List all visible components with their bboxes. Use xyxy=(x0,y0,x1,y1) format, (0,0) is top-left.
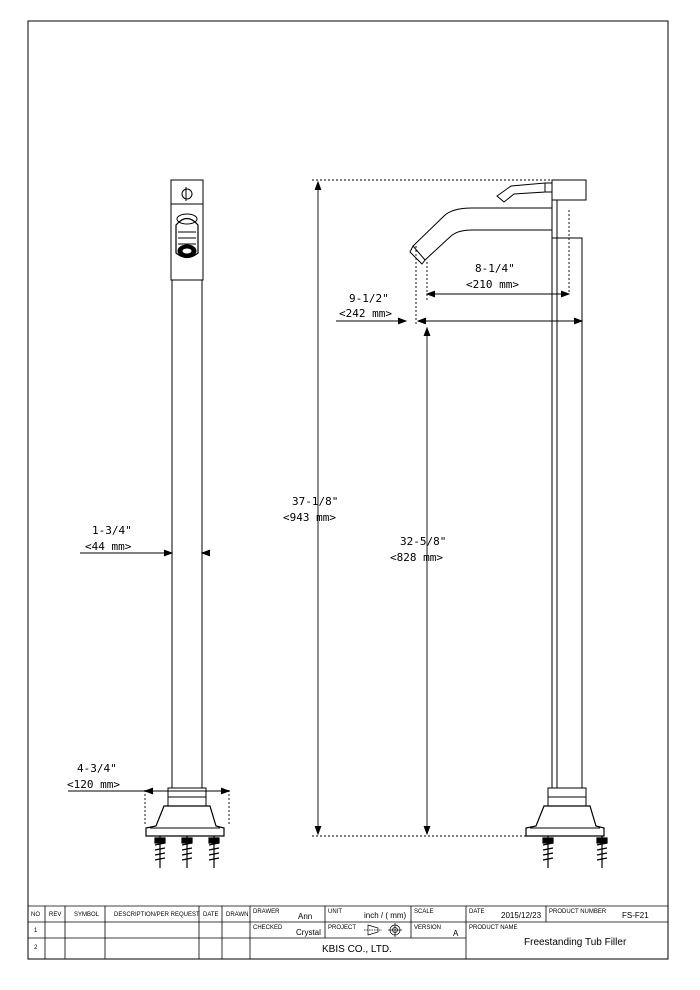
label-product-number: PRODUCT NUMBER xyxy=(549,909,607,915)
spout-reach-metric: <210 mm> xyxy=(466,278,519,291)
spout-reach-imperial: 8-1/4" xyxy=(475,262,515,275)
company-name: KBIS CO., LTD. xyxy=(322,944,392,955)
header-drawn: DRAWN xyxy=(226,912,248,918)
label-version: VERSION xyxy=(414,925,441,931)
base-width-imperial: 4-3/4" xyxy=(77,762,117,775)
header-symbol: SYMBOL xyxy=(74,912,100,918)
side-view-bolts xyxy=(154,836,220,868)
value-product-number: FS-F21 xyxy=(622,911,649,920)
spout-height-imperial: 32-5/8" xyxy=(400,535,446,548)
base-width-metric: <120 mm> xyxy=(67,778,120,791)
label-date: DATE xyxy=(469,909,485,915)
label-drawer: DRAWER xyxy=(253,909,280,915)
spout-projection-imperial: 9-1/2" xyxy=(349,292,389,305)
dimension-labels: 8-1/4" <210 mm> 9-1/2" <242 mm> 37-1/8" … xyxy=(67,262,519,791)
front-view-spout xyxy=(412,207,552,261)
value-checked: Crystal xyxy=(296,928,321,937)
value-drawer: Ann xyxy=(298,912,312,921)
value-version: A xyxy=(453,929,459,938)
front-view-top-cap xyxy=(551,179,587,201)
sheet-border xyxy=(27,20,669,960)
side-view-base xyxy=(145,805,225,837)
value-unit: inch / ( mm) xyxy=(364,911,407,920)
row-1-number: 1 xyxy=(34,928,38,934)
dimension-lines xyxy=(68,179,584,837)
label-project: PROJECT xyxy=(328,925,356,931)
column-diameter-metric: <44 mm> xyxy=(85,540,132,553)
side-view-handle-circle xyxy=(181,188,193,200)
header-description: DESCRIPTION/PER REQUEST xyxy=(114,912,200,918)
side-view xyxy=(145,179,225,868)
spout-projection-metric: <242 mm> xyxy=(339,307,392,320)
header-rev: REV xyxy=(49,912,61,918)
row-2-number: 2 xyxy=(34,945,38,951)
title-block xyxy=(28,905,668,959)
front-view-aerator xyxy=(409,245,426,265)
projection-symbol-icon xyxy=(364,923,402,937)
front-view-bolts xyxy=(542,836,608,868)
overall-height-imperial: 37-1/8" xyxy=(292,495,338,508)
label-scale: SCALE xyxy=(414,909,434,915)
spout-height-metric: <828 mm> xyxy=(390,551,443,564)
front-view xyxy=(409,179,608,868)
product-name: Freestanding Tub Filler xyxy=(524,937,627,948)
front-view-base xyxy=(525,805,605,837)
overall-height-metric: <943 mm> xyxy=(283,511,336,524)
front-view-lever xyxy=(496,182,546,203)
side-view-column xyxy=(171,279,203,789)
title-block-text: NO REV SYMBOL DESCRIPTION/PER REQUEST DA… xyxy=(31,909,649,955)
value-date: 2015/12/23 xyxy=(501,911,542,920)
label-unit: UNIT xyxy=(328,909,342,915)
header-date: DATE xyxy=(203,912,219,918)
label-product-name: PRODUCT NAME xyxy=(469,925,518,931)
label-checked: CHECKED xyxy=(253,925,283,931)
header-no: NO xyxy=(31,912,40,918)
column-diameter-imperial: 1-3/4" xyxy=(92,524,132,537)
